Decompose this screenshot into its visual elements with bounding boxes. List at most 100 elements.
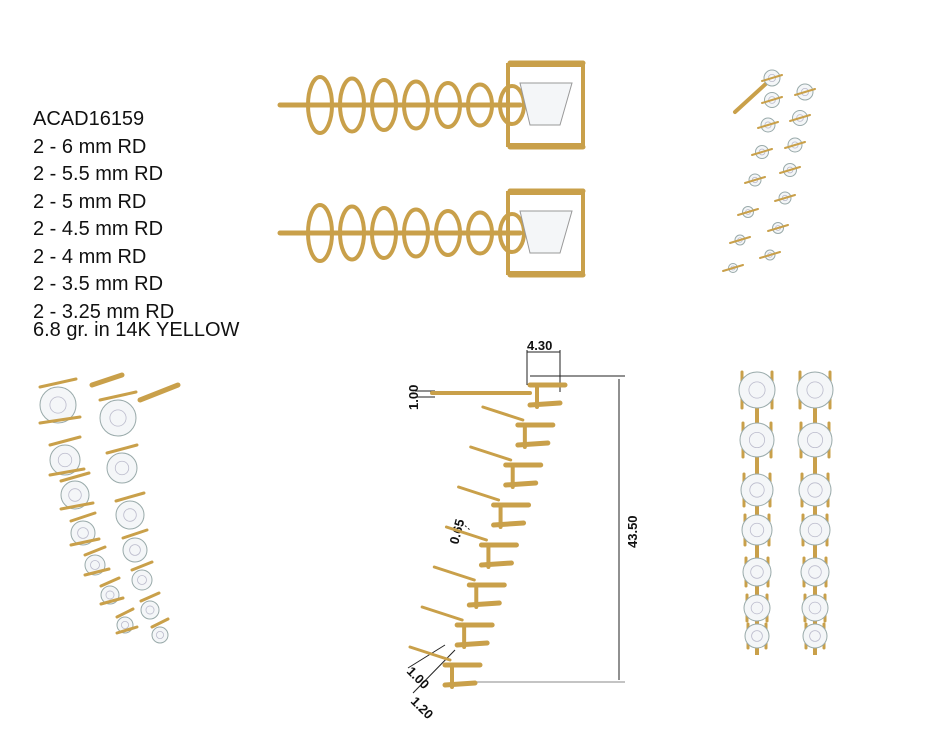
diamond (99, 399, 137, 437)
diamond-table (145, 605, 155, 615)
diamond (796, 371, 834, 409)
gold-prong (105, 443, 139, 455)
stone-spec: 2 - 4 mm RD (33, 245, 147, 268)
diamond-table (750, 565, 764, 579)
gold-prong (114, 491, 146, 503)
gold-prong (737, 208, 759, 216)
diamond (799, 514, 831, 546)
gold-prong (137, 382, 181, 403)
perspective-view-render (38, 372, 181, 644)
dim-total-length: 43.50 (625, 515, 640, 548)
diamond-table (749, 522, 765, 538)
gold-prong (454, 640, 490, 648)
diamond (140, 600, 160, 620)
diamond (131, 569, 153, 591)
gold-prong (751, 148, 773, 156)
gold-prong (130, 560, 154, 572)
diamond (49, 444, 81, 476)
gold-prong (59, 501, 95, 511)
dim-post-diameter: 1.00 (406, 385, 421, 410)
gold-prong (420, 605, 464, 622)
stone-spec: 2 - 3.25 mm RD (33, 300, 175, 323)
diamond-table (105, 590, 115, 600)
gold-prong (789, 114, 811, 122)
gold-prong (469, 445, 513, 462)
diamond-table (750, 601, 764, 615)
spec-block: ACAD16159 2 - 6 mm RD 2 - 5.5 mm RD 2 - … (33, 106, 239, 340)
diamond (798, 473, 832, 507)
diamond-table (801, 88, 810, 97)
gold-prong (481, 405, 525, 422)
diamond (70, 520, 96, 546)
gold-prong (59, 471, 91, 483)
gold-prong (99, 576, 121, 588)
diamond-table (114, 460, 130, 476)
side-view-dimensioned: 4.30 1.00 0.65 43.50 1.00 1.20 (404, 338, 640, 722)
diamond (739, 422, 775, 458)
diamond-table (807, 522, 823, 538)
diamond (60, 480, 90, 510)
gold-setting (306, 75, 334, 135)
gold-prong (38, 377, 78, 389)
diamond (797, 422, 833, 458)
diamond (741, 514, 773, 546)
diamond-table (123, 508, 137, 522)
diamond-table (768, 74, 777, 83)
gold-setting (306, 203, 334, 263)
diamond-table (751, 630, 763, 642)
top-view-renders (277, 60, 586, 278)
diamond-table (57, 452, 73, 468)
gold-prong (139, 591, 161, 603)
gold-prong (83, 567, 111, 577)
gold-setting (498, 212, 526, 254)
diamond-table (68, 488, 82, 502)
stone-spec: 2 - 5 mm RD (33, 190, 147, 213)
gold-prong (527, 400, 563, 408)
diamond (39, 386, 77, 424)
gold-prong (98, 390, 138, 402)
front-view-render (738, 370, 834, 655)
diamond-table (748, 381, 766, 399)
gold-prong (69, 537, 101, 547)
gold-prong (767, 224, 789, 232)
diamond (122, 537, 148, 563)
gold-setting (402, 207, 430, 259)
gold-prong (779, 166, 801, 174)
diamond (742, 557, 772, 587)
diamond-table (808, 601, 822, 615)
diamond-table (806, 381, 824, 399)
gold-prong (69, 511, 97, 523)
gold-prong (121, 528, 149, 540)
gold-prong (722, 264, 744, 272)
diamond (743, 594, 771, 622)
gold-setting (370, 78, 398, 132)
gold-prong (729, 236, 751, 244)
gold-prong (48, 435, 82, 447)
gold-prong (784, 141, 806, 149)
gold-prong (115, 607, 135, 619)
model-number: ACAD16159 (33, 108, 145, 130)
diamond (519, 82, 573, 126)
gold-setting (402, 79, 430, 131)
gold-prong (432, 565, 476, 582)
gold-prong (83, 545, 107, 557)
gold-setting (434, 209, 462, 257)
diamond (151, 626, 169, 644)
stone-spec: 2 - 6 mm RD (33, 135, 147, 158)
gold-prong (774, 194, 796, 202)
gold-prong (115, 625, 139, 635)
stone-spec: 2 - 3.5 mm RD (33, 273, 164, 295)
diamond-table (808, 565, 822, 579)
gold-prong (466, 600, 502, 608)
gold-setting (498, 84, 526, 126)
gold-prong (38, 415, 82, 425)
gold-prong (761, 74, 783, 82)
diamond (740, 473, 774, 507)
diamond-table (807, 482, 823, 498)
diamond (519, 210, 573, 254)
gold-prong (761, 96, 783, 104)
diamond (115, 500, 145, 530)
stone-spec: 2 - 5.5 mm RD (33, 163, 164, 185)
diamond-table (806, 431, 824, 449)
angled-view-render (722, 69, 816, 273)
